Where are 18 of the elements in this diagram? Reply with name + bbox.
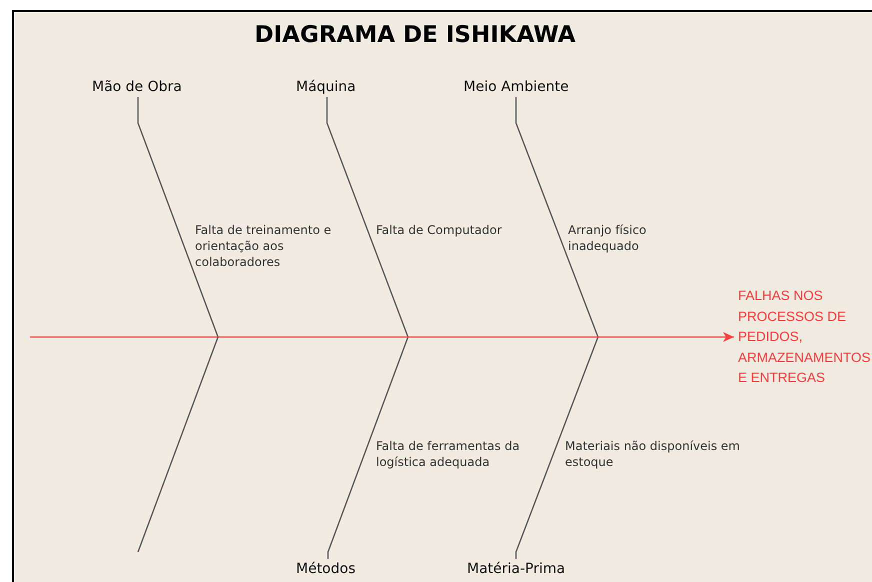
spine-arrow: [30, 332, 734, 342]
category-label: Mão de Obra: [92, 79, 182, 95]
fishbone-line: [515, 336, 599, 559]
cause-label: Falta de treinamento e orientação aos colaboradores: [195, 222, 332, 270]
fishbone-line: [327, 336, 409, 559]
category-label: Meio Ambiente: [464, 79, 569, 95]
cause-label: Falta de Computador: [376, 222, 503, 238]
cause-label: Materiais não disponíveis em estoque: [565, 438, 740, 470]
category-label: Matéria-Prima: [467, 561, 566, 577]
category-label: Métodos: [296, 561, 356, 577]
fishbone-line: [137, 97, 219, 338]
cause-label: Falta de ferramentas da logística adequada: [376, 438, 521, 470]
fishbone-line: [326, 97, 409, 338]
effect-label: FALHAS NOS PROCESSOS DE PEDIDOS, ARMAZENAMENTOS E ENTREGAS: [738, 286, 872, 388]
diagram-title: DIAGRAMA DE ISHIKAWA: [254, 22, 576, 48]
fishbone-line: [515, 97, 599, 338]
category-label: Máquina: [296, 79, 356, 95]
cause-label: Arranjo físico inadequado: [568, 222, 648, 254]
